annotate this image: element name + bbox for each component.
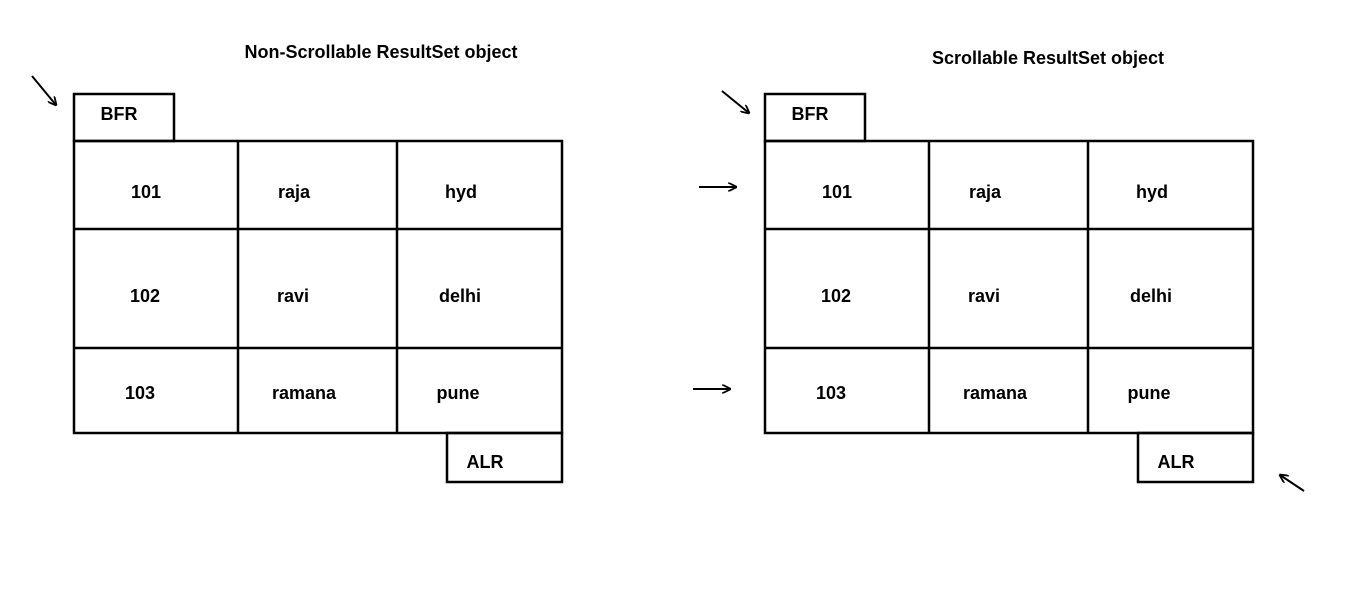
- resultset-table: 101 raja hyd 102 ravi delhi 103 ramana p…: [72, 139, 564, 435]
- table-cell: ravi: [277, 286, 309, 306]
- cursor-arrow-icon: [1280, 475, 1305, 492]
- table-cell: pune: [1128, 383, 1171, 403]
- non-scrollable-title: Non-Scrollable ResultSet object: [244, 42, 517, 62]
- alr-box: [1136, 431, 1255, 484]
- table-cell: 103: [125, 383, 155, 403]
- table-cell: ramana: [963, 383, 1028, 403]
- table-cell: hyd: [445, 182, 477, 202]
- non-scrollable-resultset: Non-Scrollable ResultSet object BFR 101 …: [31, 42, 564, 484]
- resultset-table: 101 raja hyd 102 ravi delhi 103 ramana p…: [763, 139, 1255, 435]
- table-cell: hyd: [1136, 182, 1168, 202]
- cursor-arrow-icon: [31, 75, 56, 105]
- table-cell: 101: [131, 182, 161, 202]
- alr-label: ALR: [467, 452, 504, 472]
- table-cell: pune: [437, 383, 480, 403]
- table-cell: delhi: [1130, 286, 1172, 306]
- table-cell: 102: [821, 286, 851, 306]
- table-cell: raja: [969, 182, 1002, 202]
- table-cell: ravi: [968, 286, 1000, 306]
- cursor-arrow-icon: [721, 90, 749, 113]
- scrollable-resultset: Scrollable ResultSet object BFR 101 raja…: [693, 48, 1305, 492]
- table-cell: 101: [822, 182, 852, 202]
- bfr-label: BFR: [792, 104, 829, 124]
- table-cell: 102: [130, 286, 160, 306]
- table-border: [763, 139, 1255, 435]
- table-cell: ramana: [272, 383, 337, 403]
- table-border: [72, 139, 564, 435]
- alr-label: ALR: [1158, 452, 1195, 472]
- scrollable-title: Scrollable ResultSet object: [932, 48, 1164, 68]
- bfr-label: BFR: [101, 104, 138, 124]
- table-cell: raja: [278, 182, 311, 202]
- table-cell: 103: [816, 383, 846, 403]
- table-cell: delhi: [439, 286, 481, 306]
- alr-box: [445, 431, 564, 484]
